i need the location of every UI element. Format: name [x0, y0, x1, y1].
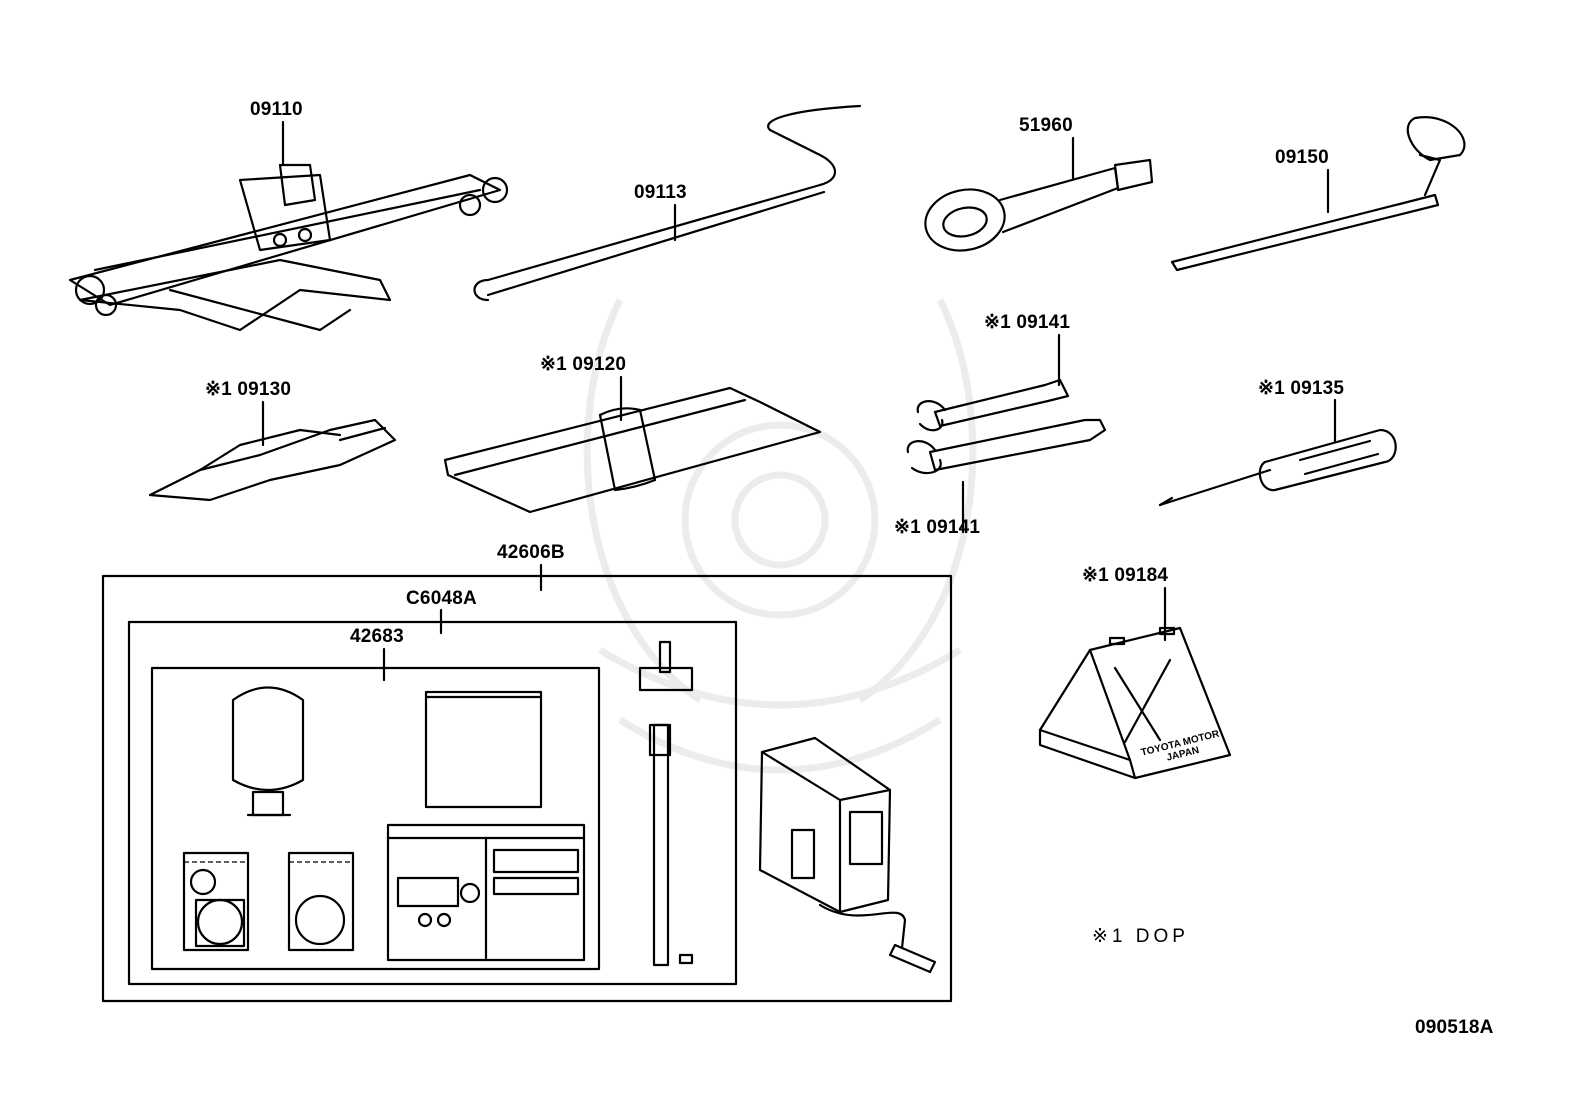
jack-handle-drawing	[473, 104, 862, 302]
sticker-2-drawing	[287, 851, 355, 952]
part-label-42683: 42683	[350, 626, 404, 647]
valve-tool-drawing	[638, 640, 694, 967]
screwdriver-drawing	[1158, 428, 1397, 507]
kit-box-42606B	[101, 574, 953, 1003]
part-label-09130: ※1 09130	[205, 379, 292, 400]
sealant-bottle-drawing	[231, 686, 305, 817]
scissor-jack-drawing	[68, 163, 509, 332]
part-label-09113: 09113	[634, 182, 687, 203]
sticker-1-drawing	[182, 851, 250, 952]
wheel-nut-wrench-drawing	[1170, 116, 1466, 272]
kit-box-42683	[150, 666, 601, 971]
pliers-drawing	[148, 418, 397, 502]
part-label-09120: ※1 09120	[540, 354, 627, 375]
watermark-emblem	[583, 298, 977, 774]
part-label-09135: ※1 09135	[1258, 378, 1345, 399]
part-label-C6048A: C6048A	[406, 588, 477, 609]
part-label-09150: 09150	[1275, 147, 1329, 168]
part-label-09141-top: ※1 09141	[984, 312, 1071, 333]
wrench-top-drawing	[916, 378, 1070, 432]
towing-eye-drawing	[924, 158, 1154, 252]
compressor-drawing	[758, 736, 937, 974]
wrench-bottom-drawing	[906, 418, 1107, 475]
wheel-chock-drawing	[1038, 626, 1232, 780]
part-label-42606B: 42606B	[497, 542, 565, 563]
part-label-51960: 51960	[1019, 115, 1073, 136]
instruction-sheet-drawing	[424, 690, 543, 809]
manual-drawing	[386, 823, 586, 962]
kit-box-C6048A	[127, 620, 738, 986]
part-label-09141-bottom: ※1 09141	[894, 517, 981, 538]
part-label-09110: 09110	[250, 99, 303, 120]
part-label-09184: ※1 09184	[1082, 565, 1169, 586]
diagram-id: 090518A	[1415, 1017, 1494, 1038]
tool-bag-drawing	[443, 386, 822, 514]
dop-note: ※1 DOP	[1092, 926, 1189, 947]
